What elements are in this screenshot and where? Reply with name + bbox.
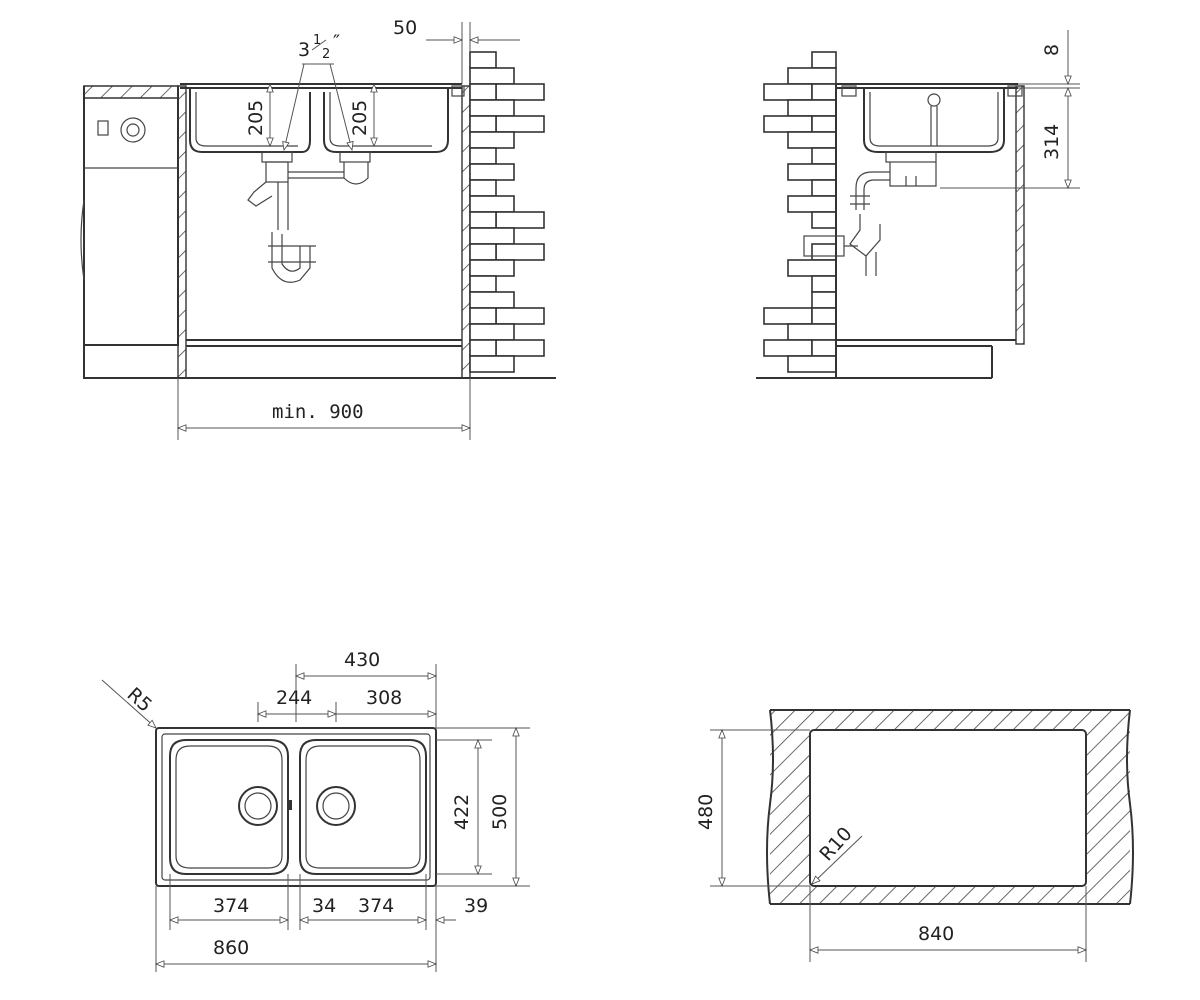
total-width-dim-label: 430 <box>344 649 380 671</box>
side-section-view: 8 314 <box>756 30 1080 379</box>
top-view-sink: R5 430 244 308 422 500 <box>101 649 530 972</box>
front-dimension-annotations: 205 205 3 1 2 ″ 50 min. 900 <box>176 17 520 440</box>
cutout-radius-label: R10 <box>815 823 856 866</box>
drain-size-inch-mark: ″ <box>333 31 340 53</box>
rim-height-label: 8 <box>1041 44 1063 56</box>
side-brick-wall <box>763 51 837 373</box>
divider-width-label: 34 <box>312 895 336 917</box>
front-sink-basins <box>180 83 465 153</box>
cabinet-min-width-label: min. 900 <box>272 401 364 423</box>
front-depth-left-label: 205 <box>245 100 267 136</box>
drain-size-numerator: 1 <box>313 33 321 48</box>
top-dimension-annotations: R5 430 244 308 422 500 <box>101 649 530 972</box>
cutout-dimension-annotations: 480 R10 840 <box>695 728 1088 962</box>
drain-size-denominator: 2 <box>322 47 330 62</box>
wall-gap-label: 50 <box>393 17 417 39</box>
sink-outline <box>155 727 437 887</box>
edge-right-label: 39 <box>464 895 488 917</box>
front-depth-right-label: 205 <box>349 100 371 136</box>
inner-depth-label: 422 <box>451 794 473 830</box>
side-sink-basin <box>863 88 1005 153</box>
dishwasher-appliance <box>80 85 179 379</box>
outer-depth-label: 500 <box>489 794 511 830</box>
cutout-hatched-frame <box>770 710 1130 904</box>
cutout-depth-label: 480 <box>695 794 717 830</box>
corner-radius-label: R5 <box>123 683 157 716</box>
front-brick-wall <box>469 51 545 373</box>
cutout-opening <box>809 729 1087 887</box>
bowl-spacing-a-label: 244 <box>276 687 312 709</box>
side-cabinet-body <box>756 83 1025 379</box>
bowl-width-right-label: 374 <box>358 895 394 917</box>
overall-width-label: 860 <box>213 937 249 959</box>
drain-height-label: 314 <box>1041 124 1063 160</box>
cutout-width-label: 840 <box>918 923 954 945</box>
bowl-spacing-b-label: 308 <box>366 687 402 709</box>
drain-size-label: 3 1 2 ″ <box>298 31 340 62</box>
front-drain-plumbing <box>247 151 371 283</box>
drain-size-whole: 3 <box>298 39 310 61</box>
countertop-cutout-view: 480 R10 840 <box>695 709 1134 962</box>
side-drain-plumbing <box>803 151 937 276</box>
cabinet-body <box>84 85 556 379</box>
bowl-width-left-label: 374 <box>213 895 249 917</box>
side-dimension-annotations: 8 314 <box>940 30 1080 190</box>
front-elevation-view: 205 205 3 1 2 ″ 50 min. 900 <box>80 17 556 440</box>
